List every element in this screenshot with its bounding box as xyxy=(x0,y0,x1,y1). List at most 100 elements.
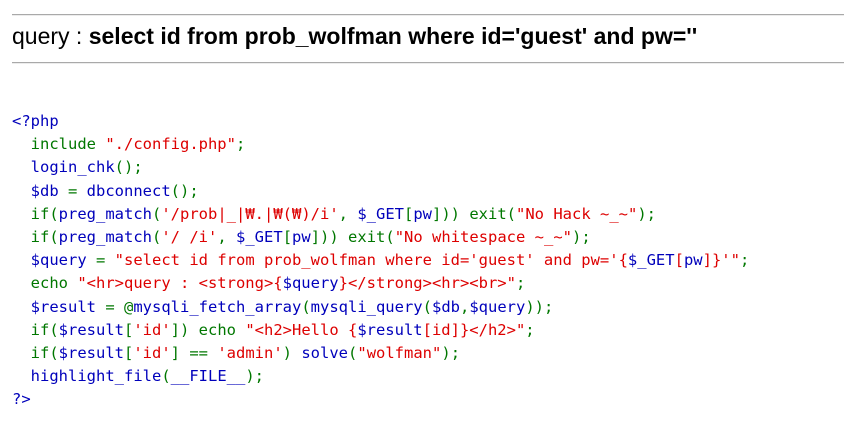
code-token: $_GET xyxy=(357,204,404,223)
code-token: ( xyxy=(301,297,311,316)
code-token: $result xyxy=(58,343,124,362)
code-token: "wolfman" xyxy=(357,343,442,362)
code-token: preg_match xyxy=(58,227,152,246)
code-token: __FILE__ xyxy=(170,367,246,386)
code-line: if($result['id']) echo "<h2>Hello {$resu… xyxy=(12,319,749,342)
code-token: ( xyxy=(152,227,162,246)
code-token: [ xyxy=(124,343,134,362)
code-token: , xyxy=(217,227,237,246)
code-token xyxy=(12,367,31,385)
code-token: pw xyxy=(683,251,703,270)
code-token: "<hr>query : <strong>{ xyxy=(77,274,283,293)
code-token: $query xyxy=(282,274,339,293)
code-line: if(preg_match('/ /i', $_GET[pw])) exit("… xyxy=(12,226,749,249)
code-line: echo "<hr>query : <strong>{$query}</stro… xyxy=(12,272,749,295)
code-token: (); xyxy=(170,181,199,200)
code-token: )); xyxy=(525,297,554,316)
code-token: ); xyxy=(637,204,657,223)
code-line: <?php xyxy=(12,110,749,133)
code-token: ])) exit( xyxy=(432,204,517,223)
code-token: ]) echo xyxy=(170,320,246,339)
source-code-block: <?php include "./config.php"; login_chk(… xyxy=(12,110,749,411)
code-token: ])) exit( xyxy=(310,227,395,246)
code-token: ] == xyxy=(170,343,218,362)
code-token: if( xyxy=(12,204,59,223)
query-prefix: query : xyxy=(12,23,89,49)
code-token: = @ xyxy=(105,297,134,316)
code-token: , xyxy=(338,204,358,223)
code-token: mysqli_query xyxy=(310,297,423,316)
code-token: [ xyxy=(404,204,414,223)
code-token: dbconnect xyxy=(86,181,171,200)
code-token xyxy=(12,182,31,200)
code-token: '/prob|_|₩.|₩(₩)/i' xyxy=(161,204,339,223)
code-token: $result xyxy=(30,297,106,316)
code-token: 'id' xyxy=(133,343,171,362)
code-token: login_chk xyxy=(30,158,115,177)
code-token: echo xyxy=(12,274,78,293)
code-token: = xyxy=(96,251,115,270)
code-line: if(preg_match('/prob|_|₩.|₩(₩)/i', $_GET… xyxy=(12,203,749,226)
code-token: $_GET xyxy=(627,251,675,270)
code-token: ( xyxy=(152,204,162,223)
code-token: $db xyxy=(431,297,460,316)
code-token xyxy=(12,158,31,176)
code-line: login_chk(); xyxy=(12,156,749,179)
code-token: , xyxy=(459,297,470,316)
code-token: ; xyxy=(739,251,750,270)
code-token: pw xyxy=(292,227,311,246)
code-token: [ xyxy=(282,227,293,246)
code-line: $result = @mysqli_fetch_array(mysqli_que… xyxy=(12,296,749,319)
query-sql: select id from prob_wolfman where id='gu… xyxy=(88,23,698,49)
code-token: $query xyxy=(30,251,96,270)
code-token: ); xyxy=(572,227,591,246)
code-token: ; xyxy=(515,274,526,293)
code-token: ; xyxy=(235,135,246,154)
code-token: ) xyxy=(282,343,302,362)
code-token: $result xyxy=(58,320,124,339)
code-token: [ xyxy=(124,320,134,339)
code-token: ( xyxy=(348,343,358,362)
code-token xyxy=(12,251,31,269)
code-token: [id]}</h2>" xyxy=(422,320,526,339)
code-line: include "./config.php"; xyxy=(12,133,749,156)
code-token: if( xyxy=(12,227,59,246)
code-token: ); xyxy=(441,343,461,362)
code-token: $query xyxy=(469,297,526,316)
code-token: $db xyxy=(30,181,68,200)
code-line: ?> xyxy=(12,388,749,411)
code-token: ( xyxy=(422,297,432,316)
code-token: preg_match xyxy=(58,204,152,223)
code-token: if( xyxy=(12,343,59,362)
code-token: [ xyxy=(674,251,684,270)
horizontal-rule-bottom xyxy=(12,62,844,64)
code-token: ]}'" xyxy=(702,251,740,270)
code-token: include xyxy=(12,135,106,154)
code-token: ; xyxy=(525,320,535,339)
code-token: "<h2>Hello { xyxy=(245,320,358,339)
code-line: highlight_file(__FILE__); xyxy=(12,365,749,388)
code-line: $query = "select id from prob_wolfman wh… xyxy=(12,249,750,272)
code-token: <?php xyxy=(12,112,59,130)
code-token: if( xyxy=(12,320,59,339)
code-token: ); xyxy=(245,367,264,386)
code-token: highlight_file xyxy=(30,367,162,386)
code-token: "No Hack ~_~" xyxy=(516,204,638,223)
code-token: mysqli_fetch_array xyxy=(133,297,302,316)
code-token: }</strong><hr><br>" xyxy=(338,274,516,293)
code-token: ?> xyxy=(12,390,31,409)
query-line: query : select id from prob_wolfman wher… xyxy=(12,20,697,52)
code-token: solve xyxy=(301,343,349,362)
code-token xyxy=(12,298,31,316)
code-line: $db = dbconnect(); xyxy=(12,180,749,203)
code-token: $_GET xyxy=(236,227,283,246)
code-token: '/ /i' xyxy=(161,227,218,246)
code-token: $result xyxy=(357,320,423,339)
code-token: pw xyxy=(413,204,433,223)
horizontal-rule-top xyxy=(12,14,844,16)
code-token: "No whitespace ~_~" xyxy=(394,227,573,246)
code-token: 'admin' xyxy=(217,343,283,362)
code-token: "select id from prob_wolfman where id='g… xyxy=(114,251,628,270)
code-line: if($result['id'] == 'admin') solve("wolf… xyxy=(12,342,749,365)
code-token: ( xyxy=(161,367,171,386)
